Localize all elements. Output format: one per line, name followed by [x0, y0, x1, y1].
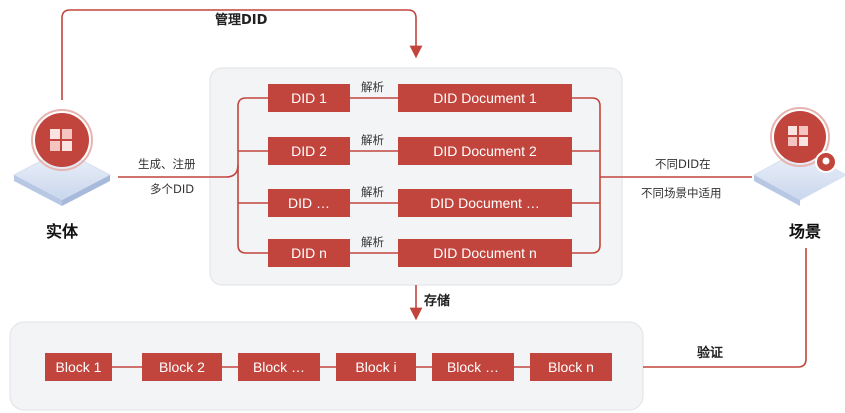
left-bracket: [237, 97, 268, 254]
block-label: Block 1: [56, 359, 102, 375]
verify-line: [643, 248, 807, 368]
did-document-box[interactable]: [398, 239, 572, 267]
block-5: Block …: [432, 353, 514, 381]
did-document-label: DID Document 2: [433, 143, 537, 159]
did-label: DID 1: [291, 90, 327, 106]
verify-label: 验证: [697, 345, 723, 361]
apply-label-2: 不同场景中适用: [641, 186, 722, 200]
manage-did-label: 管理DID: [215, 12, 268, 28]
block-box[interactable]: [336, 353, 416, 381]
block-box[interactable]: [238, 353, 320, 381]
parse-label: 解析: [361, 80, 384, 94]
block-label: Block 2: [159, 359, 205, 375]
block-6: Block n: [530, 353, 612, 381]
did-box[interactable]: [268, 137, 350, 165]
did-document-box[interactable]: [398, 84, 572, 112]
parse-label: 解析: [361, 235, 384, 249]
block-1: Block 1: [45, 353, 112, 381]
entity-label: 实体: [46, 222, 79, 241]
right-bracket: [572, 97, 601, 254]
block-3: Block …: [238, 353, 320, 381]
manage-arrow: [61, 9, 423, 100]
block-label: Block i: [355, 359, 396, 375]
did-label: DID n: [291, 245, 327, 261]
did-document-label: DID Document 1: [433, 90, 537, 106]
entity-icon: [12, 109, 112, 206]
store-label: 存储: [424, 293, 450, 309]
apply-label-1: 不同DID在: [655, 157, 711, 171]
did-row-2: DID 2 解析 DID Document 2: [268, 133, 572, 165]
did-box[interactable]: [268, 239, 350, 267]
register-label-1: 生成、注册: [138, 157, 196, 171]
parse-label: 解析: [361, 185, 384, 199]
block-label: Block n: [548, 359, 594, 375]
scene-icon: [752, 107, 845, 206]
block-box[interactable]: [142, 353, 222, 381]
register-label-2: 多个DID: [150, 182, 194, 196]
block-label: Block …: [447, 359, 499, 375]
scene-label: 场景: [789, 222, 821, 241]
did-document-box[interactable]: [398, 137, 572, 165]
chain-panel: [9, 321, 644, 411]
parse-label: 解析: [361, 133, 384, 147]
did-row-3: DID … 解析 DID Document …: [268, 185, 572, 217]
did-row-4: DID n 解析 DID Document n: [268, 235, 572, 267]
block-box[interactable]: [432, 353, 514, 381]
did-document-label: DID Document …: [430, 195, 540, 211]
did-box[interactable]: [268, 84, 350, 112]
block-2: Block 2: [142, 353, 222, 381]
left-bracket-join: [225, 164, 239, 178]
block-label: Block …: [253, 359, 305, 375]
did-row-1: DID 1 解析 DID Document 1: [268, 80, 572, 112]
did-label: DID …: [288, 195, 330, 211]
block-box[interactable]: [530, 353, 612, 381]
did-label: DID 2: [291, 143, 327, 159]
did-document-box[interactable]: [398, 189, 572, 217]
did-document-label: DID Document n: [433, 245, 536, 261]
block-4: Block i: [336, 353, 416, 381]
block-box[interactable]: [45, 353, 112, 381]
did-box[interactable]: [268, 189, 350, 217]
